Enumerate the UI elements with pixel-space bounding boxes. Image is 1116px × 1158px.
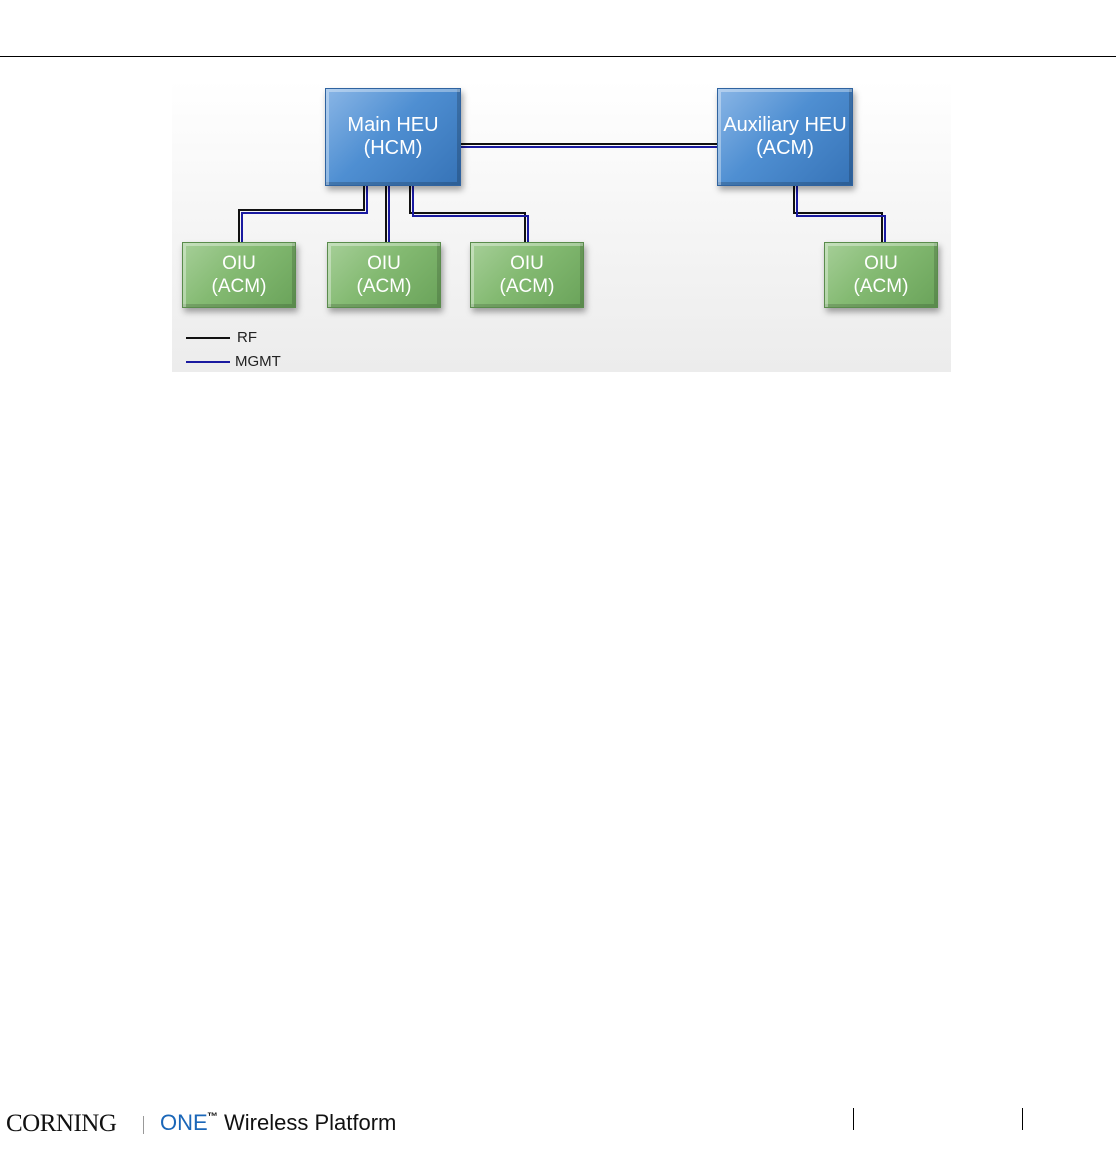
oiu-box-1: OIU (ACM) [182,242,296,308]
footer-divider-left [853,1108,854,1130]
oiu-box-2: OIU (ACM) [327,242,441,308]
footer-divider-right [1022,1108,1023,1130]
link-main-to-oiu-3-rf [410,186,525,242]
legend-rf-label: RF [237,329,257,346]
product-name: Wireless Platform [224,1110,396,1136]
auxiliary-heu-box: Auxiliary HEU (ACM) [717,88,853,186]
corning-logo: CORNING [6,1110,116,1138]
oiu-2-name: OIU [367,252,401,275]
one-brand-mark: ONE [160,1110,208,1136]
legend-mgmt-label: MGMT [235,353,281,370]
oiu-2-module: (ACM) [357,275,412,298]
oiu-box-3: OIU (ACM) [470,242,584,308]
link-main-to-oiu-1-mgmt [242,186,367,242]
oiu-1-module: (ACM) [212,275,267,298]
system-diagram: Main HEU (HCM) Auxiliary HEU (ACM) OIU (… [172,80,951,372]
link-aux-to-oiu-4-rf [794,186,882,242]
trademark-symbol: ™ [207,1111,218,1123]
footer-logo-divider [143,1116,144,1134]
main-heu-module: (HCM) [364,137,423,160]
oiu-1-name: OIU [222,252,256,275]
oiu-3-name: OIU [510,252,544,275]
oiu-box-4: OIU (ACM) [824,242,938,308]
auxiliary-heu-name: Auxiliary HEU [723,114,846,137]
oiu-3-module: (ACM) [500,275,555,298]
header-rule [0,56,1116,57]
auxiliary-heu-module: (ACM) [756,137,814,160]
oiu-4-module: (ACM) [854,275,909,298]
main-heu-box: Main HEU (HCM) [325,88,461,186]
main-heu-name: Main HEU [347,114,438,137]
oiu-4-name: OIU [864,252,898,275]
